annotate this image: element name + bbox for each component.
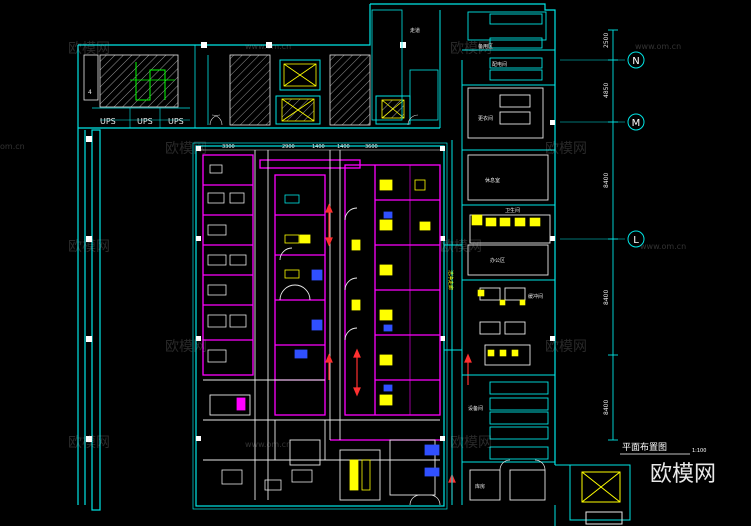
- right-rooms: [462, 11, 555, 501]
- clean-corridor: [444, 60, 463, 505]
- room-label-2: 配电间: [492, 61, 507, 68]
- ups-label-3: UPS: [168, 117, 184, 126]
- inner-walls-white: [203, 150, 440, 501]
- room-label-8: 设备间: [468, 405, 483, 412]
- watermark-brand-1: 欧模网: [68, 41, 110, 57]
- dim-top-3: 1400: [312, 144, 325, 150]
- dim-top-1: 3300: [222, 144, 235, 150]
- stair-label: 走道: [410, 27, 420, 34]
- room-label-7: 缓冲间: [528, 293, 543, 300]
- equipment-blocks: [207, 164, 440, 491]
- watermark-brand-4: 欧模网: [545, 141, 587, 157]
- watermark-brand-10: 欧模网: [450, 435, 492, 451]
- grid-dimension-column: [560, 29, 625, 441]
- top-dimensions: 3300 2900 1400 1400 3600: [200, 144, 440, 151]
- drawing-scale: 1:100: [692, 448, 706, 454]
- bottom-doors: [409, 459, 546, 506]
- vertical-dimensions: 2500 4850 8400 8400 8400: [603, 33, 610, 415]
- watermark-url-5: www.om.cn: [245, 440, 292, 449]
- watermark-brand-2: 欧模网: [450, 41, 492, 57]
- corridor-label: 洁净走廊: [447, 270, 454, 290]
- watermark-url-4: www.om.cn: [640, 242, 687, 251]
- restroom-fixtures: [471, 214, 541, 357]
- watermark-brand-7: 欧模网: [165, 339, 207, 355]
- watermark-url-1: www.om.cn: [245, 42, 292, 51]
- watermark-brand-8: 欧模网: [545, 339, 587, 355]
- dim-v-5: 8400: [603, 400, 610, 415]
- watermark-url-2: www.om.cn: [635, 42, 682, 51]
- dim-top-4: 1400: [337, 144, 350, 150]
- watermark-url-3: om.cn: [0, 142, 25, 151]
- top-service-core: 4: [83, 9, 441, 128]
- building-outline: [77, 3, 556, 511]
- ups-labels: UPS UPS UPS: [100, 117, 184, 126]
- dim-v-2: 4850: [603, 83, 610, 98]
- room-label-5: 休息室: [485, 177, 500, 184]
- structural-columns: [86, 42, 555, 442]
- room-label-6: 办公区: [490, 257, 505, 264]
- dim-top-2: 2900: [282, 144, 295, 150]
- clean-room-partitions: [202, 154, 441, 441]
- room-label-1: 备用区: [478, 43, 493, 50]
- watermark-brand-6: 欧模网: [440, 239, 482, 255]
- grid-axis-n: N: [632, 56, 639, 67]
- ups-label-1: UPS: [100, 117, 116, 126]
- north-grid-bubble-icon: [627, 51, 645, 69]
- room-label-9: 库房: [475, 483, 485, 490]
- room-label-4: 卫生间: [505, 207, 520, 214]
- grid-axis-m: M: [632, 118, 641, 129]
- ups-label-2: UPS: [137, 117, 153, 126]
- bottom-right-elevator: [554, 464, 631, 526]
- l-grid-bubble-icon: [627, 230, 645, 248]
- drawing-title: 平面布置图: [622, 441, 667, 453]
- room-label-3: 更衣间: [478, 115, 493, 122]
- stair-number: 4: [88, 89, 92, 96]
- grid-bubbles: N M L: [627, 51, 645, 248]
- dim-v-1: 2500: [603, 33, 610, 48]
- room-labels: 备用区 配电间 更衣间 卫生间 休息室 办公区 缓冲间 设备间 库房 洁净走廊 …: [410, 27, 543, 490]
- watermark-brand-9: 欧模网: [68, 435, 110, 451]
- dim-top-5: 3600: [365, 144, 378, 150]
- dim-v-4: 8400: [603, 290, 610, 305]
- grid-axis-l: L: [633, 235, 639, 246]
- m-grid-bubble-icon: [627, 113, 645, 131]
- watermark-brand-main: 欧模网: [650, 462, 717, 487]
- drawing-title-block: 平面布置图 1:100: [620, 441, 706, 455]
- dim-v-3: 8400: [603, 173, 610, 188]
- watermark-brand-3: 欧模网: [165, 141, 207, 157]
- watermark-brand-5: 欧模网: [68, 239, 110, 255]
